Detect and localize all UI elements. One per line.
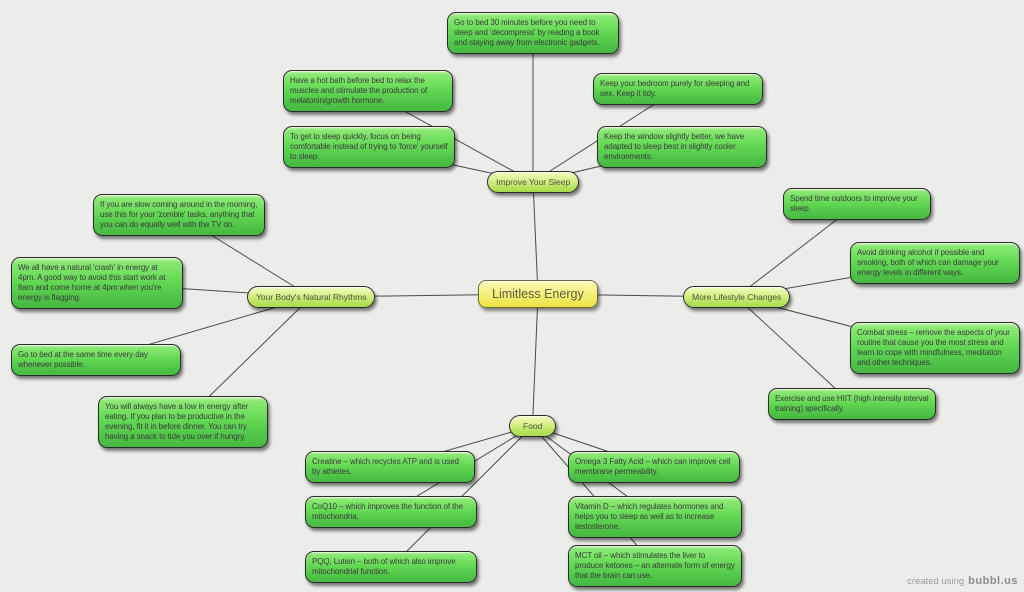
watermark-brand: bubbl.us (968, 575, 1018, 587)
node-natural-rhythms[interactable]: Your Body's Natural Rhythms (247, 286, 376, 308)
node-outdoors[interactable]: Spend time outdoors to improve your slee… (783, 188, 931, 220)
node-creatine[interactable]: Creatine – which recycles ATP and is use… (305, 451, 475, 483)
node-combat-stress[interactable]: Combat stress – remove the aspects of yo… (850, 322, 1020, 374)
node-exercise-hiit[interactable]: Exercise and use HIIT (high intensity in… (768, 388, 936, 420)
node-omega3[interactable]: Omega 3 Fatty Acid – which can improve c… (568, 451, 740, 483)
node-low-after-eating[interactable]: You will always have a low in energy aft… (98, 396, 268, 448)
node-improve-your-sleep[interactable]: Improve Your Sleep (487, 171, 580, 193)
node-pqq-lutein[interactable]: PQQ, Lutein – both of which also improve… (305, 551, 477, 583)
node-bedroom-purely[interactable]: Keep your bedroom purely for sleeping an… (593, 73, 763, 105)
node-slow-morning[interactable]: If you are slow coming around in the mor… (93, 194, 265, 236)
watermark-prefix: created using (907, 576, 965, 587)
node-limitless-energy[interactable]: Limitless Energy (478, 280, 598, 308)
node-vitamin-d[interactable]: Vitamin D – which regulates hormones and… (568, 496, 742, 538)
node-food[interactable]: Food (509, 415, 557, 437)
node-avoid-alcohol[interactable]: Avoid drinking alcohol if possible and s… (850, 242, 1020, 284)
node-hot-bath[interactable]: Have a hot bath before bed to relax the … (283, 70, 453, 112)
node-natural-crash[interactable]: We all have a natural 'crash' in energy … (11, 257, 183, 309)
node-same-bedtime[interactable]: Go to bed at the same time every day whe… (11, 344, 181, 376)
node-lifestyle-changes[interactable]: More Lifestyle Changes (683, 286, 791, 308)
node-bed-30-min[interactable]: Go to bed 30 minutes before you need to … (447, 12, 619, 54)
node-sleep-quickly[interactable]: To get to sleep quickly, focus on being … (283, 126, 455, 168)
node-mct-oil[interactable]: MCT oil – which stimulates the liver to … (568, 545, 742, 587)
node-window-cooler[interactable]: Keep the window slightly better, we have… (597, 126, 767, 168)
node-coq10[interactable]: CoQ10 – which improves the function of t… (305, 496, 477, 528)
